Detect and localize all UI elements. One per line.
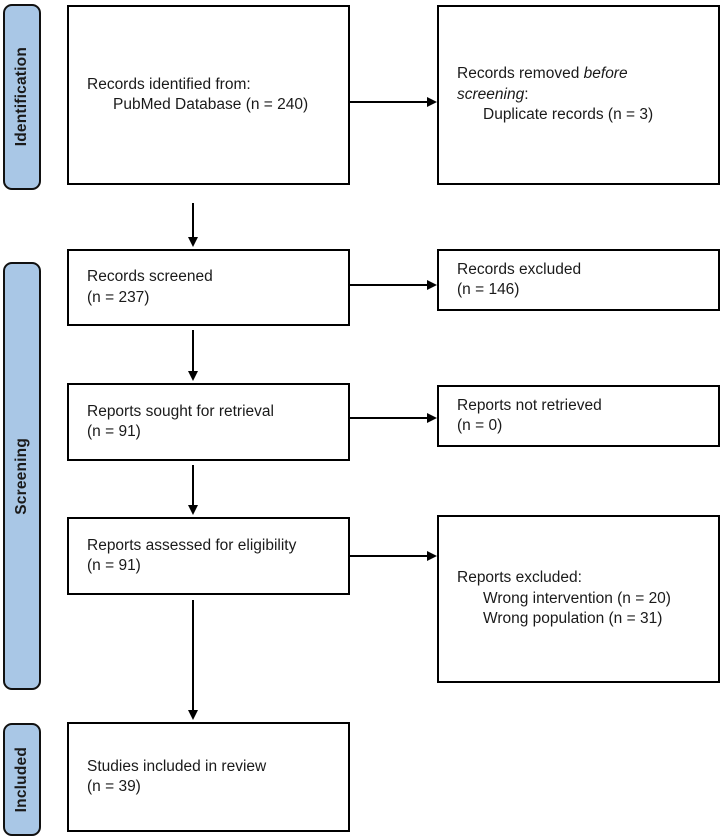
reports-assessed-line1: Reports assessed for eligibility	[87, 536, 297, 554]
stage-identification: Identification	[3, 4, 41, 190]
box-records-removed: Records removed before screening: Duplic…	[437, 5, 720, 185]
arrow-identified-to-removed	[350, 101, 428, 103]
records-removed-line1: Records removed before	[457, 64, 708, 84]
arrow-sought-to-assessed	[192, 465, 194, 506]
arrow-screened-to-sought	[192, 330, 194, 372]
stage-screening-label: Screening	[13, 437, 30, 515]
stage-screening: Screening	[3, 262, 41, 690]
reports-excluded-line1: Reports excluded:	[457, 569, 582, 587]
box-studies-included: Studies included in review (n = 39)	[67, 722, 350, 832]
reports-assessed-line2: (n = 91)	[87, 557, 141, 574]
records-removed-line1-text: Records removed	[457, 65, 584, 83]
reports-not-retrieved-line1: Reports not retrieved	[457, 396, 602, 414]
box-reports-excluded: Reports excluded: Wrong intervention (n …	[437, 515, 720, 683]
records-excluded-line2: (n = 146)	[457, 281, 520, 298]
arrow-sought-to-not-retrieved	[350, 417, 428, 419]
studies-included-line2: (n = 39)	[87, 778, 141, 795]
records-identified-line1: Records identified from:	[87, 75, 251, 93]
box-reports-sought: Reports sought for retrieval (n = 91)	[67, 383, 350, 461]
reports-sought-line1: Reports sought for retrieval	[87, 402, 274, 420]
reports-excluded-line2: Wrong intervention (n = 20)	[483, 589, 671, 607]
records-removed-line2-italic: screening	[457, 85, 525, 103]
stage-included: Included	[3, 723, 41, 836]
box-reports-not-retrieved: Reports not retrieved (n = 0)	[437, 385, 720, 447]
records-removed-line1-italic: before	[583, 65, 628, 83]
records-removed-line3: Duplicate records (n = 3)	[483, 106, 654, 124]
arrow-screened-to-excluded	[350, 284, 428, 286]
records-screened-line2: (n = 237)	[87, 288, 150, 306]
stage-included-label: Included	[13, 746, 30, 813]
arrow-identified-to-screened	[192, 203, 194, 238]
arrow-assessed-to-included	[192, 600, 194, 711]
reports-excluded-line3: Wrong population (n = 31)	[483, 610, 663, 628]
records-screened-line1: Records screened	[87, 268, 213, 286]
records-identified-line2: PubMed Database (n = 240)	[113, 96, 309, 113]
arrow-assessed-to-reports-excluded	[350, 555, 428, 557]
box-records-identified: Records identified from: PubMed Database…	[67, 5, 350, 185]
reports-not-retrieved-line2: (n = 0)	[457, 417, 503, 434]
studies-included-line1: Studies included in review	[87, 757, 267, 775]
stage-identification-label: Identification	[13, 47, 30, 147]
reports-sought-line2: (n = 91)	[87, 423, 141, 440]
box-reports-assessed: Reports assessed for eligibility (n = 91…	[67, 517, 350, 595]
records-removed-line2-text: :	[524, 85, 529, 103]
box-records-screened: Records screened (n = 237)	[67, 249, 350, 326]
records-excluded-line1: Records excluded	[457, 260, 582, 278]
box-records-excluded: Records excluded (n = 146)	[437, 249, 720, 311]
records-removed-line2: screening:	[457, 85, 708, 105]
